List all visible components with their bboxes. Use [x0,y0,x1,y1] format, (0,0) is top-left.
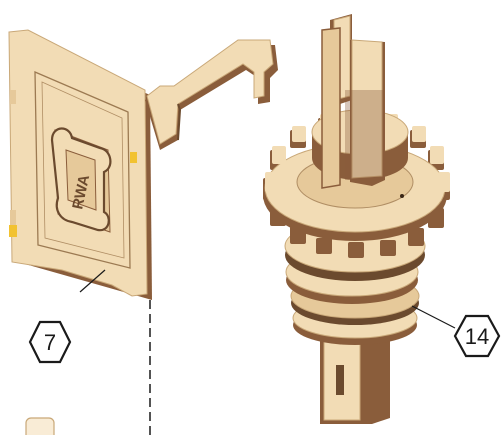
gear-assembly-part [263,14,450,424]
bracket-part [145,40,278,150]
callout-14: 14 [455,316,499,356]
glue-dot [9,225,17,237]
panel-part: RWA [9,30,152,300]
callout-label: 7 [44,330,56,355]
callout-label: 14 [465,324,489,349]
callout-leader [412,306,455,328]
callout-7: 7 [30,322,70,362]
glue-dot [130,152,137,163]
material-swatch [26,418,54,435]
